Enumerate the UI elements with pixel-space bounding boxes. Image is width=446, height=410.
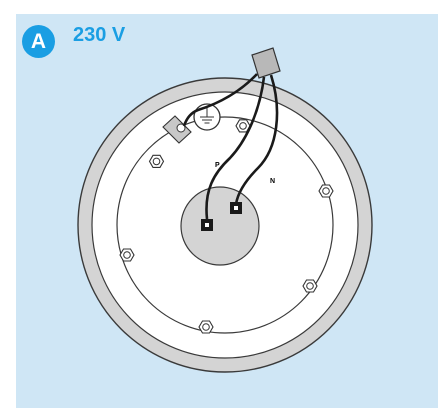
phase-wire — [205, 76, 266, 220]
flange-bolt — [119, 248, 135, 262]
flange-bolt — [198, 320, 214, 334]
earth-wire — [182, 73, 258, 127]
phase-wire-label: P — [215, 162, 220, 169]
flange-bolt — [302, 279, 318, 293]
flange-bolt — [318, 184, 334, 198]
terminal-block — [251, 47, 281, 79]
section-badge: A — [22, 25, 55, 58]
heating-element-disc — [180, 186, 260, 266]
neutral-wire — [234, 74, 279, 205]
voltage-title: 230 V — [73, 24, 126, 46]
phase-terminal — [201, 219, 213, 231]
earth-terminal — [162, 115, 192, 144]
flange-bolt — [148, 154, 165, 168]
neutral-terminal — [230, 202, 242, 214]
neutral-wire-label: N — [270, 178, 275, 185]
